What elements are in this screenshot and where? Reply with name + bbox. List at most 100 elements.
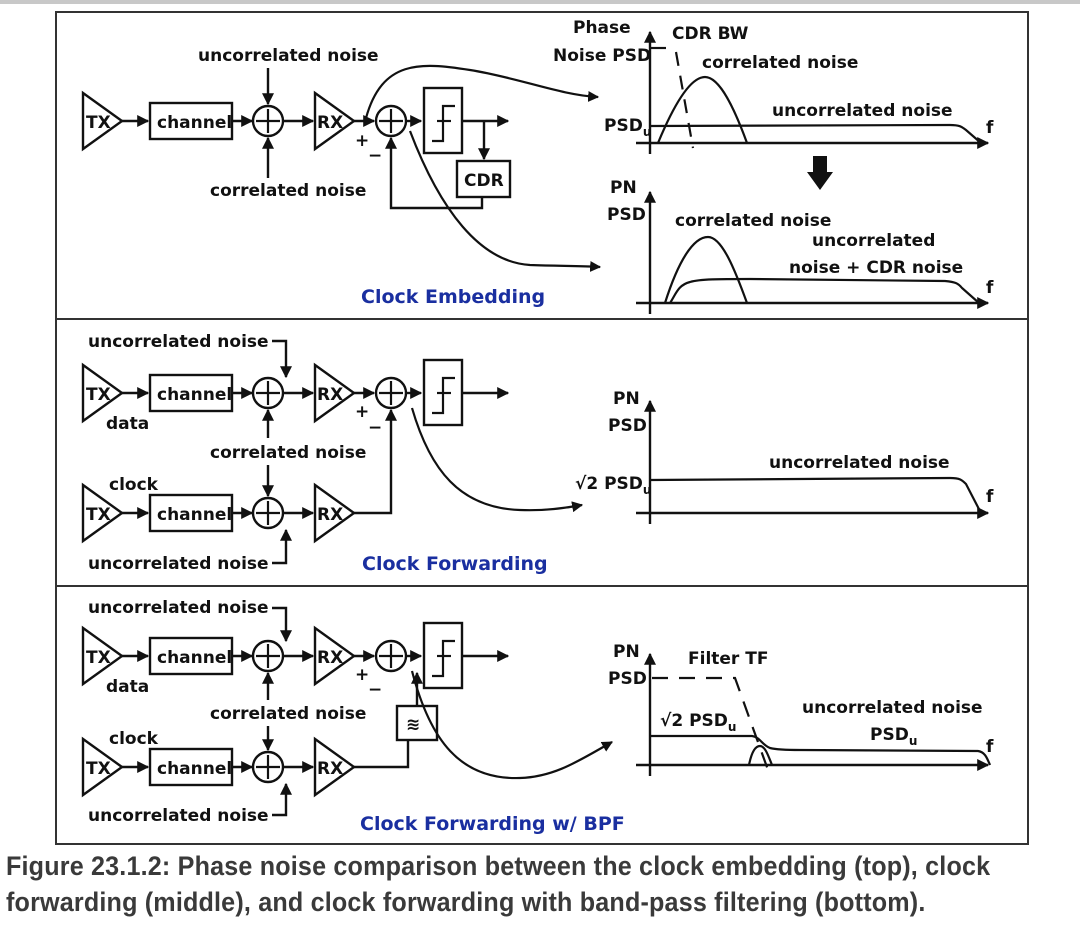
correlated-noise-label: correlated noise — [675, 211, 831, 231]
clock-label: clock — [109, 475, 159, 495]
panel-title: Clock Forwarding — [362, 553, 548, 575]
psd-level-label: √2 PSDu — [660, 711, 736, 734]
tx-amplifier — [81, 90, 125, 152]
tx-label: TX — [86, 648, 111, 668]
data-label: data — [106, 677, 149, 697]
channel-block — [148, 493, 234, 533]
rx-amplifier-data — [313, 625, 357, 687]
panel-clock-forwarding-bpf: uncorrelated noise TX data channel corre… — [81, 598, 994, 835]
tx-label: TX — [86, 113, 111, 133]
channel-label: channel — [157, 648, 232, 668]
step-icon — [432, 104, 455, 143]
outer-frame — [55, 11, 1029, 845]
clock-path — [354, 408, 397, 515]
psd-level-label: √2 PSDu — [575, 474, 651, 497]
down-arrow-icon — [807, 156, 833, 190]
noise-arrow — [272, 339, 292, 379]
cdr-block — [455, 159, 512, 199]
curve-arrow-to-plot1 — [364, 64, 600, 119]
xlabel: f — [986, 737, 994, 757]
caption-line: Figure 23.1.2: Phase noise comparison be… — [6, 851, 991, 881]
noise-arrow — [272, 782, 292, 817]
channel-block — [148, 636, 234, 676]
plot-pn-psd-bpf: PN PSD f Filter TF √2 PSDu uncorrelated … — [608, 642, 994, 776]
uncorrelated-noise-label: uncorrelated noise — [88, 806, 269, 826]
cdr-bw-line — [674, 51, 695, 149]
uncorrelated-noise-curve — [649, 476, 982, 514]
uncorrelated-noise-label: uncorrelated noise — [88, 598, 269, 618]
figure-caption: Figure 23.1.2: Phase noise comparison be… — [6, 848, 1001, 920]
channel-label: channel — [157, 385, 232, 405]
uncorrelated-noise-label: uncorrelated noise — [198, 46, 379, 66]
channel-label: channel — [157, 505, 232, 525]
ylabel: PSD — [607, 205, 646, 225]
bandpass-filter-icon: ≋ — [406, 715, 420, 735]
uncorrelated-noise-label: uncorrelated noise — [88, 332, 269, 352]
rx-label: RX — [317, 759, 343, 779]
psd-level-label: PSDu — [604, 116, 651, 139]
uncorrelated-label: uncorrelated — [812, 231, 935, 251]
clock-path — [354, 740, 410, 769]
uncorrelated-psd-label: PSDu — [870, 725, 917, 748]
panel-clock-embedding: TX channel uncorrelated noise correlated… — [81, 18, 994, 314]
plus-sign: + — [355, 665, 369, 685]
ylabel: PSD — [608, 416, 647, 436]
caption-line: forwarding (middle), and clock forwardin… — [6, 887, 926, 917]
rx-label: RX — [317, 385, 343, 405]
panel-clock-forwarding: uncorrelated noise TX data channel corre… — [81, 332, 994, 575]
rx-amplifier-clock — [313, 736, 357, 798]
curve-arrow-to-plot2 — [408, 130, 602, 272]
ylabel: Noise PSD — [553, 46, 651, 66]
noise-arrow — [272, 606, 292, 643]
clock-label: clock — [109, 729, 159, 749]
rx-label: RX — [317, 505, 343, 525]
correlated-noise-label: correlated noise — [210, 443, 366, 463]
curve-arrow-to-plot — [410, 407, 584, 513]
correlated-noise-label: correlated noise — [210, 704, 366, 724]
rx-label: RX — [317, 648, 343, 668]
tx-label: TX — [86, 505, 111, 525]
tx-amplifier-clock — [81, 482, 125, 544]
cdr-label: CDR — [464, 171, 504, 191]
panel-title: Clock Embedding — [361, 286, 545, 308]
plot-pn-psd-forwarding: PN PSD f uncorrelated noise √2 PSDu — [575, 389, 994, 524]
tx-amplifier-data — [81, 625, 125, 687]
correlated-noise-label: correlated noise — [702, 53, 858, 73]
minus-sign: − — [368, 418, 382, 438]
noise-arrow — [272, 528, 292, 565]
minus-sign: − — [368, 146, 382, 166]
ylabel: PN — [610, 178, 637, 198]
tx-label: TX — [86, 385, 111, 405]
uncorrelated-cdr-noise-curve — [669, 277, 980, 304]
uncorrelated-noise-label: uncorrelated noise — [772, 101, 953, 121]
channel-block — [148, 747, 234, 787]
xlabel: f — [986, 118, 994, 138]
ylabel: PN — [613, 642, 640, 662]
rx-amplifier-clock — [313, 482, 357, 544]
correlated-noise-curve — [656, 75, 749, 144]
channel-label: channel — [157, 113, 232, 133]
correlated-noise-curve — [663, 235, 749, 304]
plot-phase-noise-psd: Phase Noise PSD f CDR BW correlated nois… — [553, 18, 994, 154]
minus-sign: − — [368, 680, 382, 700]
plus-sign: + — [355, 402, 369, 422]
uncorrelated-noise-label: uncorrelated noise — [769, 453, 950, 473]
uncorrelated-label: noise + CDR noise — [789, 258, 963, 278]
uncorrelated-noise-label: uncorrelated noise — [802, 698, 983, 718]
panel-title: Clock Forwarding w/ BPF — [360, 813, 625, 835]
uncorrelated-noise-curve — [650, 734, 992, 766]
step-icon — [432, 376, 455, 415]
ylabel: PN — [613, 389, 640, 409]
rx-label: RX — [317, 113, 343, 133]
filter-tf-label: Filter TF — [688, 649, 768, 669]
correlated-noise-label: correlated noise — [210, 181, 366, 201]
uncorrelated-noise-label: uncorrelated noise — [88, 554, 269, 574]
top-border — [0, 0, 1080, 4]
channel-label: channel — [157, 759, 232, 779]
curve-arrow-to-plot — [410, 670, 613, 780]
plot-pn-psd-embedding: PN PSD f correlated noise uncorrelated n… — [607, 178, 994, 314]
tx-label: TX — [86, 759, 111, 779]
tx-amplifier-data — [81, 362, 125, 424]
plus-sign: + — [355, 131, 369, 151]
